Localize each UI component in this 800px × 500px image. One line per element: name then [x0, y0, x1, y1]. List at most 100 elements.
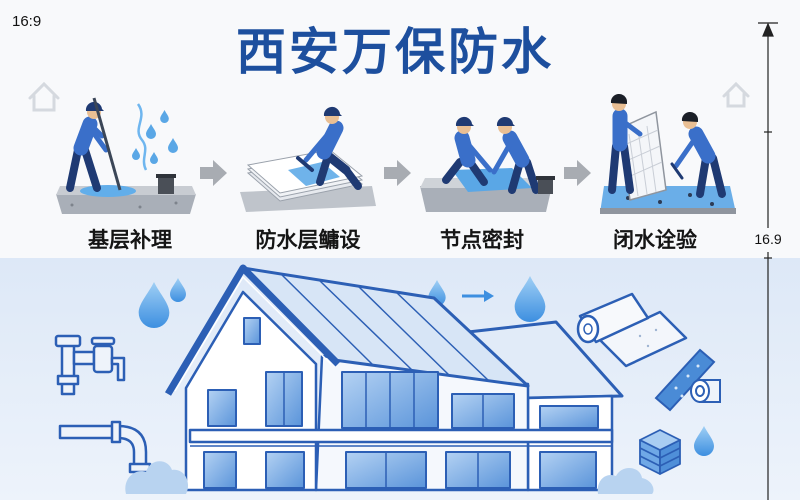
faucet-spout — [110, 356, 126, 382]
worker-torso — [316, 120, 344, 160]
worker — [608, 93, 643, 194]
bush-right — [597, 467, 654, 494]
page-title: 西安万保防水 — [236, 23, 554, 81]
worker-leg — [316, 152, 332, 186]
slab-speckle — [174, 201, 178, 205]
faint-house-icon-right — [722, 81, 750, 108]
worker-arm — [303, 131, 331, 163]
flow-arrow-head — [484, 290, 494, 302]
membrane-speckle — [638, 334, 642, 338]
floor-edge — [600, 208, 736, 214]
water-splash — [136, 103, 148, 171]
ground-slab — [56, 194, 196, 214]
worker — [670, 111, 726, 198]
roof-panel-line — [280, 273, 374, 366]
slab-speckle — [138, 205, 142, 209]
pipe-and-faucet-icon — [54, 334, 152, 474]
hard-hat-icon — [455, 116, 474, 126]
lower-window — [265, 451, 305, 489]
membrane-roll-icon — [576, 292, 688, 368]
tape-dot — [680, 394, 684, 398]
faint-roof — [722, 81, 750, 98]
worker-leg — [342, 166, 362, 190]
ground-slab — [420, 186, 552, 212]
floor-stone — [710, 202, 714, 206]
bucket — [158, 176, 174, 194]
attic-window — [243, 317, 261, 345]
step-1-illustration — [56, 97, 196, 214]
step-2-label: 防水层鳙设 — [255, 228, 361, 252]
roll-core — [583, 323, 593, 335]
worker-leg — [66, 146, 82, 192]
worker-leg — [620, 142, 634, 194]
step-1-label: 基层补理 — [88, 228, 172, 252]
test-panel-grid — [621, 125, 663, 197]
bucket-rim — [536, 176, 555, 180]
tape-dot — [696, 364, 700, 368]
dimension-label: 16.9 — [754, 231, 782, 247]
layered-material-icon — [639, 429, 681, 475]
worker-torso — [688, 126, 716, 164]
worker-arm — [673, 137, 697, 169]
faint-roof — [28, 81, 60, 100]
step-4-label: 闭水诠验 — [613, 228, 697, 252]
elbow-pipe-ring — [110, 420, 122, 444]
upper-window — [539, 405, 599, 429]
sealing-tape-icon — [654, 348, 716, 412]
worker-leg — [442, 158, 464, 184]
pipe-joint — [56, 374, 80, 386]
faucet-handle — [90, 336, 116, 346]
worker-torso — [502, 130, 530, 168]
worker-leg — [608, 142, 620, 194]
vertical-pipe — [60, 342, 76, 396]
mop-tool — [92, 97, 122, 191]
tape-dot — [674, 386, 678, 390]
step-3-illustration — [420, 116, 555, 212]
worker-leg — [81, 146, 101, 192]
balcony-rail — [188, 428, 614, 444]
upper-background — [0, 0, 800, 258]
worker-leg — [523, 158, 540, 194]
worker-hair — [610, 93, 627, 104]
tape-roll-core — [695, 385, 705, 397]
step-arrow — [564, 160, 591, 186]
water-puddle — [80, 185, 136, 197]
roof-panel-lines — [280, 273, 490, 382]
floor-stone — [658, 200, 662, 204]
layer-top — [639, 429, 681, 451]
layer-line — [639, 447, 661, 459]
flow-arrow-icon — [462, 290, 494, 302]
lower-window — [539, 451, 597, 489]
faucet-body — [92, 344, 114, 374]
slab-speckle — [70, 203, 74, 207]
membrane-speckle — [646, 344, 650, 348]
step-3-label: 节点密封 — [440, 228, 524, 252]
bucket — [538, 178, 553, 194]
worker — [296, 106, 362, 190]
worker-leg — [696, 154, 710, 198]
tape-roll-icon — [690, 379, 721, 403]
roller-tool — [296, 156, 314, 172]
worker-arm — [89, 123, 105, 139]
inspection-tool — [670, 162, 684, 180]
dimension-line — [758, 22, 778, 500]
faint-house-icon-left — [28, 81, 60, 112]
faint-wall — [726, 92, 746, 108]
worker — [66, 101, 109, 192]
hard-hat-icon — [496, 116, 515, 126]
layer-line — [639, 455, 661, 467]
worker — [491, 116, 540, 194]
roof-panel-line — [395, 291, 490, 382]
membrane-speckle — [654, 328, 658, 332]
worker-torso — [454, 130, 476, 168]
faint-wall — [32, 94, 56, 112]
upper-window — [207, 389, 237, 427]
step-2-illustration — [240, 106, 376, 212]
layer-line — [659, 455, 681, 467]
dimension-arrowhead — [762, 22, 774, 37]
roof-panel-line — [357, 285, 451, 377]
roof-panel-line — [318, 279, 413, 371]
worker-arm — [621, 119, 643, 137]
worker-arm — [491, 141, 513, 175]
